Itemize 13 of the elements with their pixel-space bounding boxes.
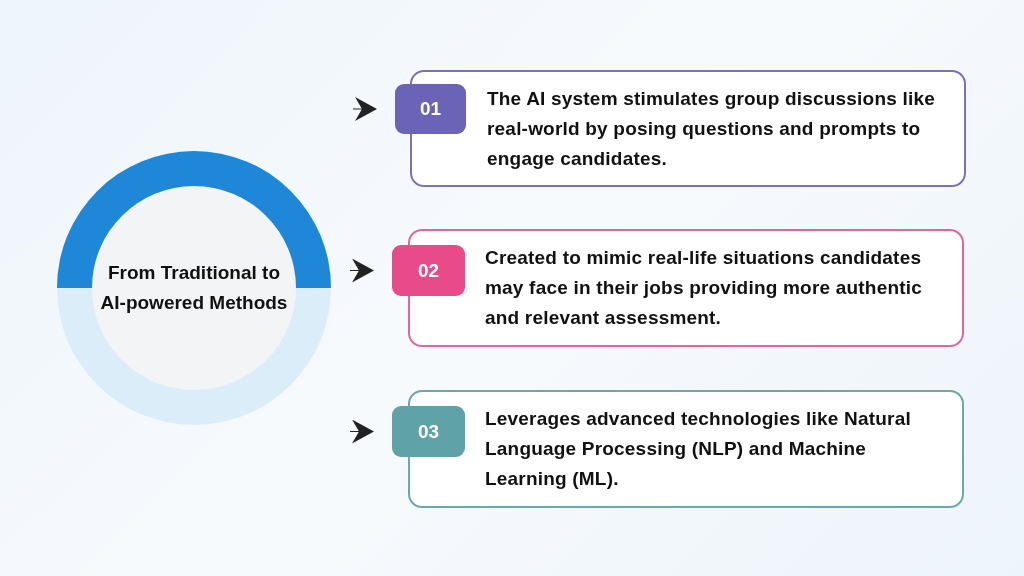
arrow: [352, 97, 377, 121]
card-text: Created to mimic real-life situations candidates may face in their jobs providing more authentic and relevant assessment.: [485, 246, 923, 330]
arrow: [349, 258, 374, 283]
card-text: Leverages advanced technologies like Natural Language Processing (NLP) and Machine Learning (ML).: [485, 407, 912, 491]
text-card: [408, 229, 964, 347]
number-badge: 02: [392, 245, 465, 296]
circle-title: From Traditional to AI-powered Methods: [99, 261, 289, 315]
text-card: [408, 390, 964, 508]
number-badge: 03: [392, 406, 465, 457]
arrow: [349, 419, 374, 444]
card-text: The AI system stimulates group discussions like real-world by posing questions and prompts to engage candidates.: [487, 86, 936, 171]
text-card: [410, 70, 966, 187]
number-badge: 01: [395, 84, 466, 134]
